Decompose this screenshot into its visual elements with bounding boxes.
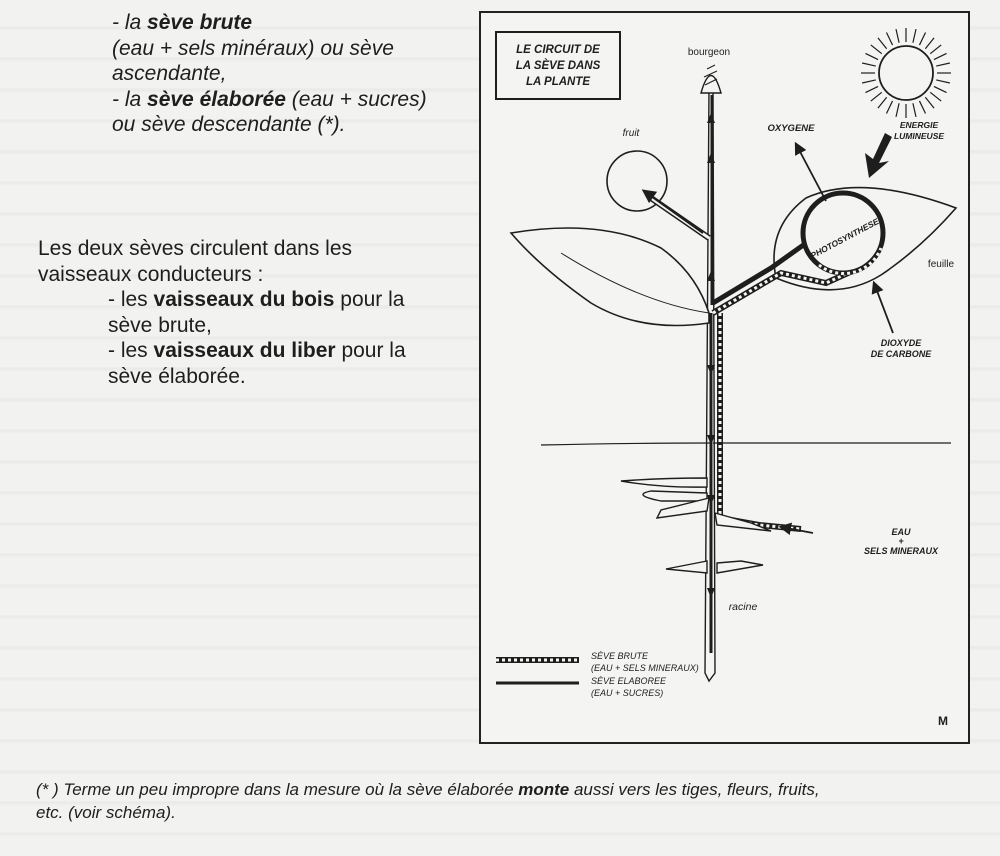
sun-ray [913, 29, 916, 43]
label-eau: SELS MINERAUX [864, 546, 939, 556]
sun-ray [896, 103, 899, 117]
sun-ray [871, 45, 882, 54]
sap-circuit-diagram: LE CIRCUIT DE LA SÈVE DANS LA PLANTE ENE… [479, 11, 970, 744]
item-vaisseaux-liber: - les vaisseaux du liber pour la [38, 338, 458, 364]
sun-icon [861, 28, 951, 118]
sun-ray [886, 101, 892, 114]
sun-ray [936, 63, 950, 66]
text-line: (eau + sels minéraux) ou sève [112, 36, 472, 62]
label-dioxyde: DE CARBONE [871, 349, 933, 359]
co2-arrow [874, 283, 893, 333]
legend-brute: (EAU + SELS MINERAUX) [591, 663, 699, 673]
item-vaisseaux-bois: - les vaisseaux du bois pour la [38, 287, 458, 313]
sun-ray [919, 101, 925, 114]
sap-types-text: - la sève brute (eau + sels minéraux) ou… [112, 10, 472, 138]
light-arrow-icon [865, 133, 892, 178]
stem-brute [720, 313, 801, 529]
sun-ray [934, 53, 947, 59]
label-eau: + [898, 536, 904, 546]
text-line: ou sève descendante (*). [112, 112, 472, 138]
term-seve-elaboree: sève élaborée [147, 88, 286, 111]
sun-ray [862, 63, 876, 66]
left-leaf [511, 228, 709, 326]
text-line: sève brute, [38, 313, 458, 339]
legend: SÈVE BRUTE (EAU + SELS MINERAUX) SÈVE EL… [496, 651, 699, 698]
sun-ray [896, 29, 899, 43]
text-fragment: - la [112, 88, 147, 111]
sun-ray [862, 80, 876, 83]
term-seve-brute: sève brute [147, 11, 252, 34]
title-line: LA SÈVE DANS [516, 59, 601, 72]
item-seve-brute: - la sève brute [112, 10, 472, 36]
sun-ray [878, 38, 887, 49]
label-energie: ENERGIE [900, 120, 939, 130]
text-fragment: - la [112, 11, 147, 34]
footnote-line: (* ) Terme un peu impropre dans la mesur… [36, 778, 976, 801]
sun-ray [865, 86, 878, 92]
sun-ray [878, 97, 887, 108]
sun-ray [871, 92, 882, 101]
text-line: vaisseaux conducteurs : [38, 262, 458, 288]
text-line: sève élaborée. [38, 364, 458, 390]
term-vaisseaux-bois: vaisseaux du bois [154, 288, 335, 311]
text-line: Les deux sèves circulent dans les [38, 236, 458, 262]
term-monte: monte [518, 780, 569, 799]
text-fragment: aussi vers les tiges, fleurs, fruits, [569, 780, 819, 799]
label-fruit: fruit [623, 128, 641, 139]
sun-ray [934, 86, 947, 92]
title-line: LE CIRCUIT DE [516, 44, 600, 56]
sun-ray [886, 32, 892, 45]
text-fragment: - les [108, 288, 154, 311]
label-feuille: feuille [928, 259, 955, 270]
footnote-line: etc. (voir schéma). [36, 801, 976, 824]
vessels-text: Les deux sèves circulent dans les vaisse… [38, 236, 458, 389]
sun-ray [913, 103, 916, 117]
sun-ray [930, 45, 941, 54]
label-oxygene: OXYGENE [768, 123, 816, 134]
legend-brute: SÈVE BRUTE [591, 651, 649, 661]
roots [621, 478, 771, 573]
diagram-svg: LE CIRCUIT DE LA SÈVE DANS LA PLANTE ENE… [481, 13, 972, 746]
title-line: LA PLANTE [526, 76, 590, 88]
oxygen-arrow [796, 144, 826, 201]
ground-line [541, 443, 951, 445]
text-fragment: (eau + sucres) [286, 88, 427, 111]
label-dioxyde: DIOXYDE [881, 338, 923, 348]
fruit-arrow [644, 191, 703, 233]
text-line: ascendante, [112, 61, 472, 87]
legend-elaboree: SÈVE ELABOREE [591, 676, 667, 686]
sun-ray [925, 97, 934, 108]
item-seve-elaboree: - la sève élaborée (eau + sucres) [112, 87, 472, 113]
sun-ray [919, 32, 925, 45]
legend-elaboree: (EAU + SUCRES) [591, 688, 663, 698]
monogram: M [938, 714, 948, 728]
sun-ray [936, 80, 950, 83]
bud [701, 76, 721, 94]
sun-ray [930, 92, 941, 101]
label-racine: racine [729, 601, 758, 613]
footnote: (* ) Terme un peu impropre dans la mesur… [36, 778, 976, 824]
text-fragment: - les [108, 339, 154, 362]
term-vaisseaux-liber: vaisseaux du liber [154, 339, 336, 362]
sun-ray [865, 53, 878, 59]
label-bourgeon: bourgeon [688, 47, 730, 58]
label-energie: LUMINEUSE [894, 131, 944, 141]
text-fragment: (* ) Terme un peu impropre dans la mesur… [36, 780, 518, 799]
text-fragment: pour la [334, 288, 404, 311]
text-fragment: pour la [336, 339, 406, 362]
sun-ray [925, 38, 934, 49]
